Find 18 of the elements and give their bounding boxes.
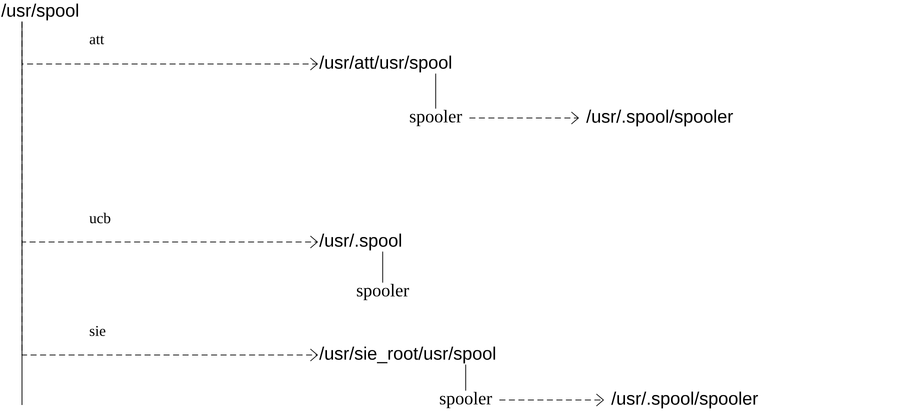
- path-label: /usr/sie_root/usr/spool: [319, 346, 496, 364]
- path-label: spooler: [410, 110, 462, 126]
- path-label: /usr/.spool/spooler: [611, 392, 758, 408]
- tree-line: [382, 251, 384, 284]
- path-label: /usr/.spool/spooler: [586, 110, 733, 126]
- edge-label: ucb: [89, 212, 110, 224]
- edge-label: att: [90, 36, 104, 44]
- link-arrow: [499, 394, 604, 406]
- path-label: /usr/att/usr/spool: [319, 56, 452, 72]
- path-label: /usr/.spool: [319, 234, 402, 250]
- path-label: spooler: [440, 392, 492, 408]
- tree-line: [465, 364, 466, 392]
- path-label: spooler: [356, 284, 410, 300]
- branch-arrow: [22, 21, 318, 362]
- tree-line: [435, 73, 436, 110]
- path-label: /usr/spool: [1, 4, 78, 20]
- link-arrow: [469, 112, 579, 124]
- edge-label: sie: [90, 326, 106, 336]
